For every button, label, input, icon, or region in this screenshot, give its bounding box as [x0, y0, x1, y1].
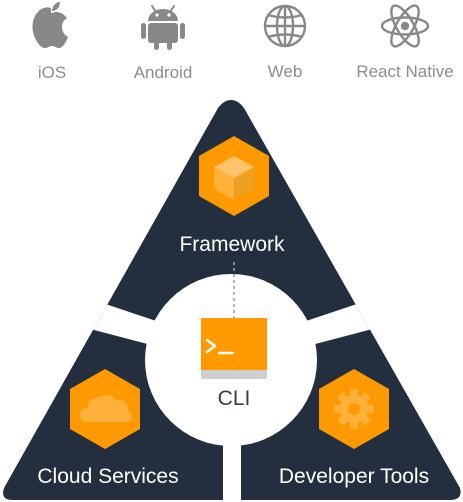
segment-framework: Framework: [179, 136, 285, 256]
center-cli: CLI: [201, 318, 267, 410]
platform-label-react-native: React Native: [356, 62, 453, 81]
apple-icon: [32, 2, 68, 49]
globe-icon: [263, 4, 307, 48]
segment-cloud-services: Cloud Services: [37, 369, 179, 488]
terminal-icon: [201, 318, 267, 379]
platform-react-native: React Native: [356, 4, 454, 81]
segment-label-cloud-services: Cloud Services: [37, 465, 178, 488]
platform-ios: iOS: [32, 2, 68, 82]
platform-label-ios: iOS: [38, 63, 66, 82]
segment-label-developer-tools: Developer Tools: [279, 465, 429, 488]
react-icon: [380, 4, 430, 48]
android-icon: [141, 5, 185, 50]
gear-icon: [319, 369, 389, 449]
platform-label-android: Android: [134, 63, 193, 82]
platform-android: Android: [134, 5, 193, 82]
segment-developer-tools: Developer Tools: [279, 369, 429, 488]
cloud-icon: [70, 369, 140, 449]
center-label-cli: CLI: [218, 387, 251, 410]
platform-label-web: Web: [268, 62, 303, 81]
cube-icon: [199, 136, 269, 216]
segment-label-framework: Framework: [179, 233, 285, 256]
platform-web: Web: [263, 4, 307, 81]
